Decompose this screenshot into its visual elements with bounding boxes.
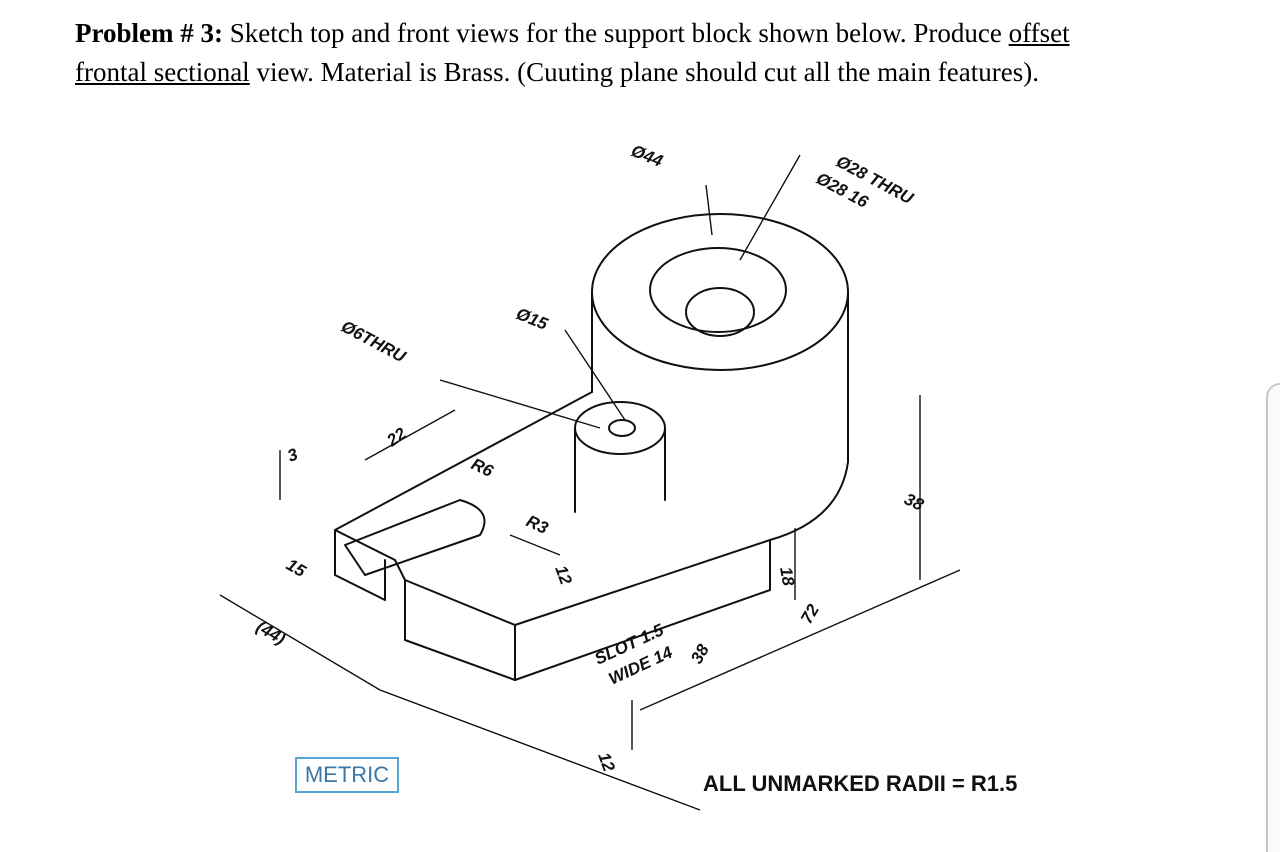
dim-38-base: 38 — [687, 641, 713, 667]
base-back-edge — [334, 391, 593, 531]
base-bottom-edge — [514, 589, 771, 681]
problem-text-2: view. Material is Brass. (Cuuting plane … — [249, 57, 1039, 87]
dim-dia-6-thru: Ø6THRU — [338, 317, 409, 367]
cylinder-top-ellipse — [591, 213, 849, 371]
dim-22: 22 — [383, 424, 411, 451]
boss-top-ellipse — [574, 401, 666, 455]
problem-text-1: Sketch top and front views for the suppo… — [222, 18, 1009, 48]
dim-3: 3 — [285, 444, 301, 465]
slot-outline — [344, 499, 486, 576]
base-slot-edge — [404, 579, 516, 626]
underlined-frontal-sectional: frontal sectional — [75, 57, 250, 87]
dim-44-reference: (44) — [253, 617, 289, 649]
side-panel-handle[interactable] — [1266, 383, 1280, 852]
dim-r6: R6 — [468, 454, 496, 481]
radii-note: ALL UNMARKED RADII = R1.5 — [703, 771, 1018, 796]
dim-18: 18 — [776, 565, 798, 587]
base-left-top — [334, 529, 406, 581]
metric-badge: METRIC — [295, 757, 399, 793]
base-front-left — [404, 579, 516, 681]
problem-number: Problem # 3: — [75, 18, 223, 48]
through-hole-ellipse — [685, 287, 755, 337]
problem-statement: Problem # 3: Sketch top and front views … — [75, 14, 1205, 92]
dim-r3: R3 — [523, 511, 551, 538]
dim-12-vertical: 12 — [551, 563, 576, 588]
dim-72: 72 — [797, 601, 823, 627]
cylinder-base-arc — [769, 461, 849, 541]
dim-12-bottom: 12 — [594, 750, 619, 775]
dim-dia-15: Ø15 — [514, 304, 551, 334]
dim-38: 38 — [901, 489, 927, 514]
underlined-offset: offset — [1008, 18, 1070, 48]
dim-dia-44: Ø44 — [629, 141, 666, 171]
dim-15: 15 — [283, 555, 309, 581]
boss-hole-ellipse — [608, 419, 636, 437]
base-left-block — [334, 529, 386, 601]
base-front-edge — [514, 539, 771, 626]
counterbore-ellipse — [649, 247, 787, 333]
